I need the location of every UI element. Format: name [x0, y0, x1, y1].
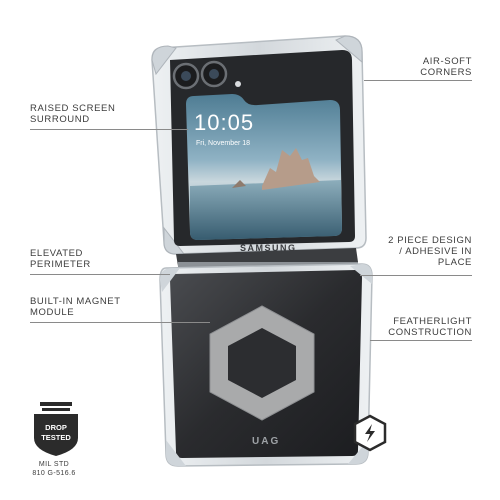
shield-icon: DROP TESTED [34, 402, 78, 456]
leader-featherlight [370, 340, 472, 341]
callout-elevated-perimeter: ELEVATED PERIMETER [30, 248, 91, 270]
callout-air-soft-corners: AIR-SOFT CORNERS [420, 56, 472, 78]
drop-tested-badge: DROP TESTED [26, 400, 86, 463]
leader-elevated [30, 274, 170, 275]
wireless-charging-icon [353, 414, 387, 452]
callout-featherlight: FEATHERLIGHT CONSTRUCTION [388, 316, 472, 338]
mil-std-label: MIL STD 810 G-516.6 [32, 461, 76, 477]
clock-date: Fri, November 18 [196, 140, 251, 147]
case-logo: UAG [252, 436, 281, 447]
hinge [176, 248, 358, 268]
callout-two-piece-design: 2 PIECE DESIGN / ADHESIVE IN PLACE [388, 235, 472, 268]
top-case [151, 35, 367, 255]
leader-air-soft [364, 80, 472, 81]
bottom-case [159, 263, 373, 467]
badge-line2: TESTED [41, 433, 71, 442]
clock-time: 10:05 [194, 110, 255, 135]
leader-two-piece [360, 275, 472, 276]
brand-logo: SAMSUNG [240, 243, 297, 253]
badge-line1: DROP [45, 423, 67, 432]
leader-magnet [30, 322, 210, 323]
leader-raised-screen [30, 129, 188, 130]
callout-magnet-module: BUILT-IN MAGNET MODULE [30, 296, 121, 318]
callout-raised-screen: RAISED SCREEN SURROUND [30, 103, 116, 125]
